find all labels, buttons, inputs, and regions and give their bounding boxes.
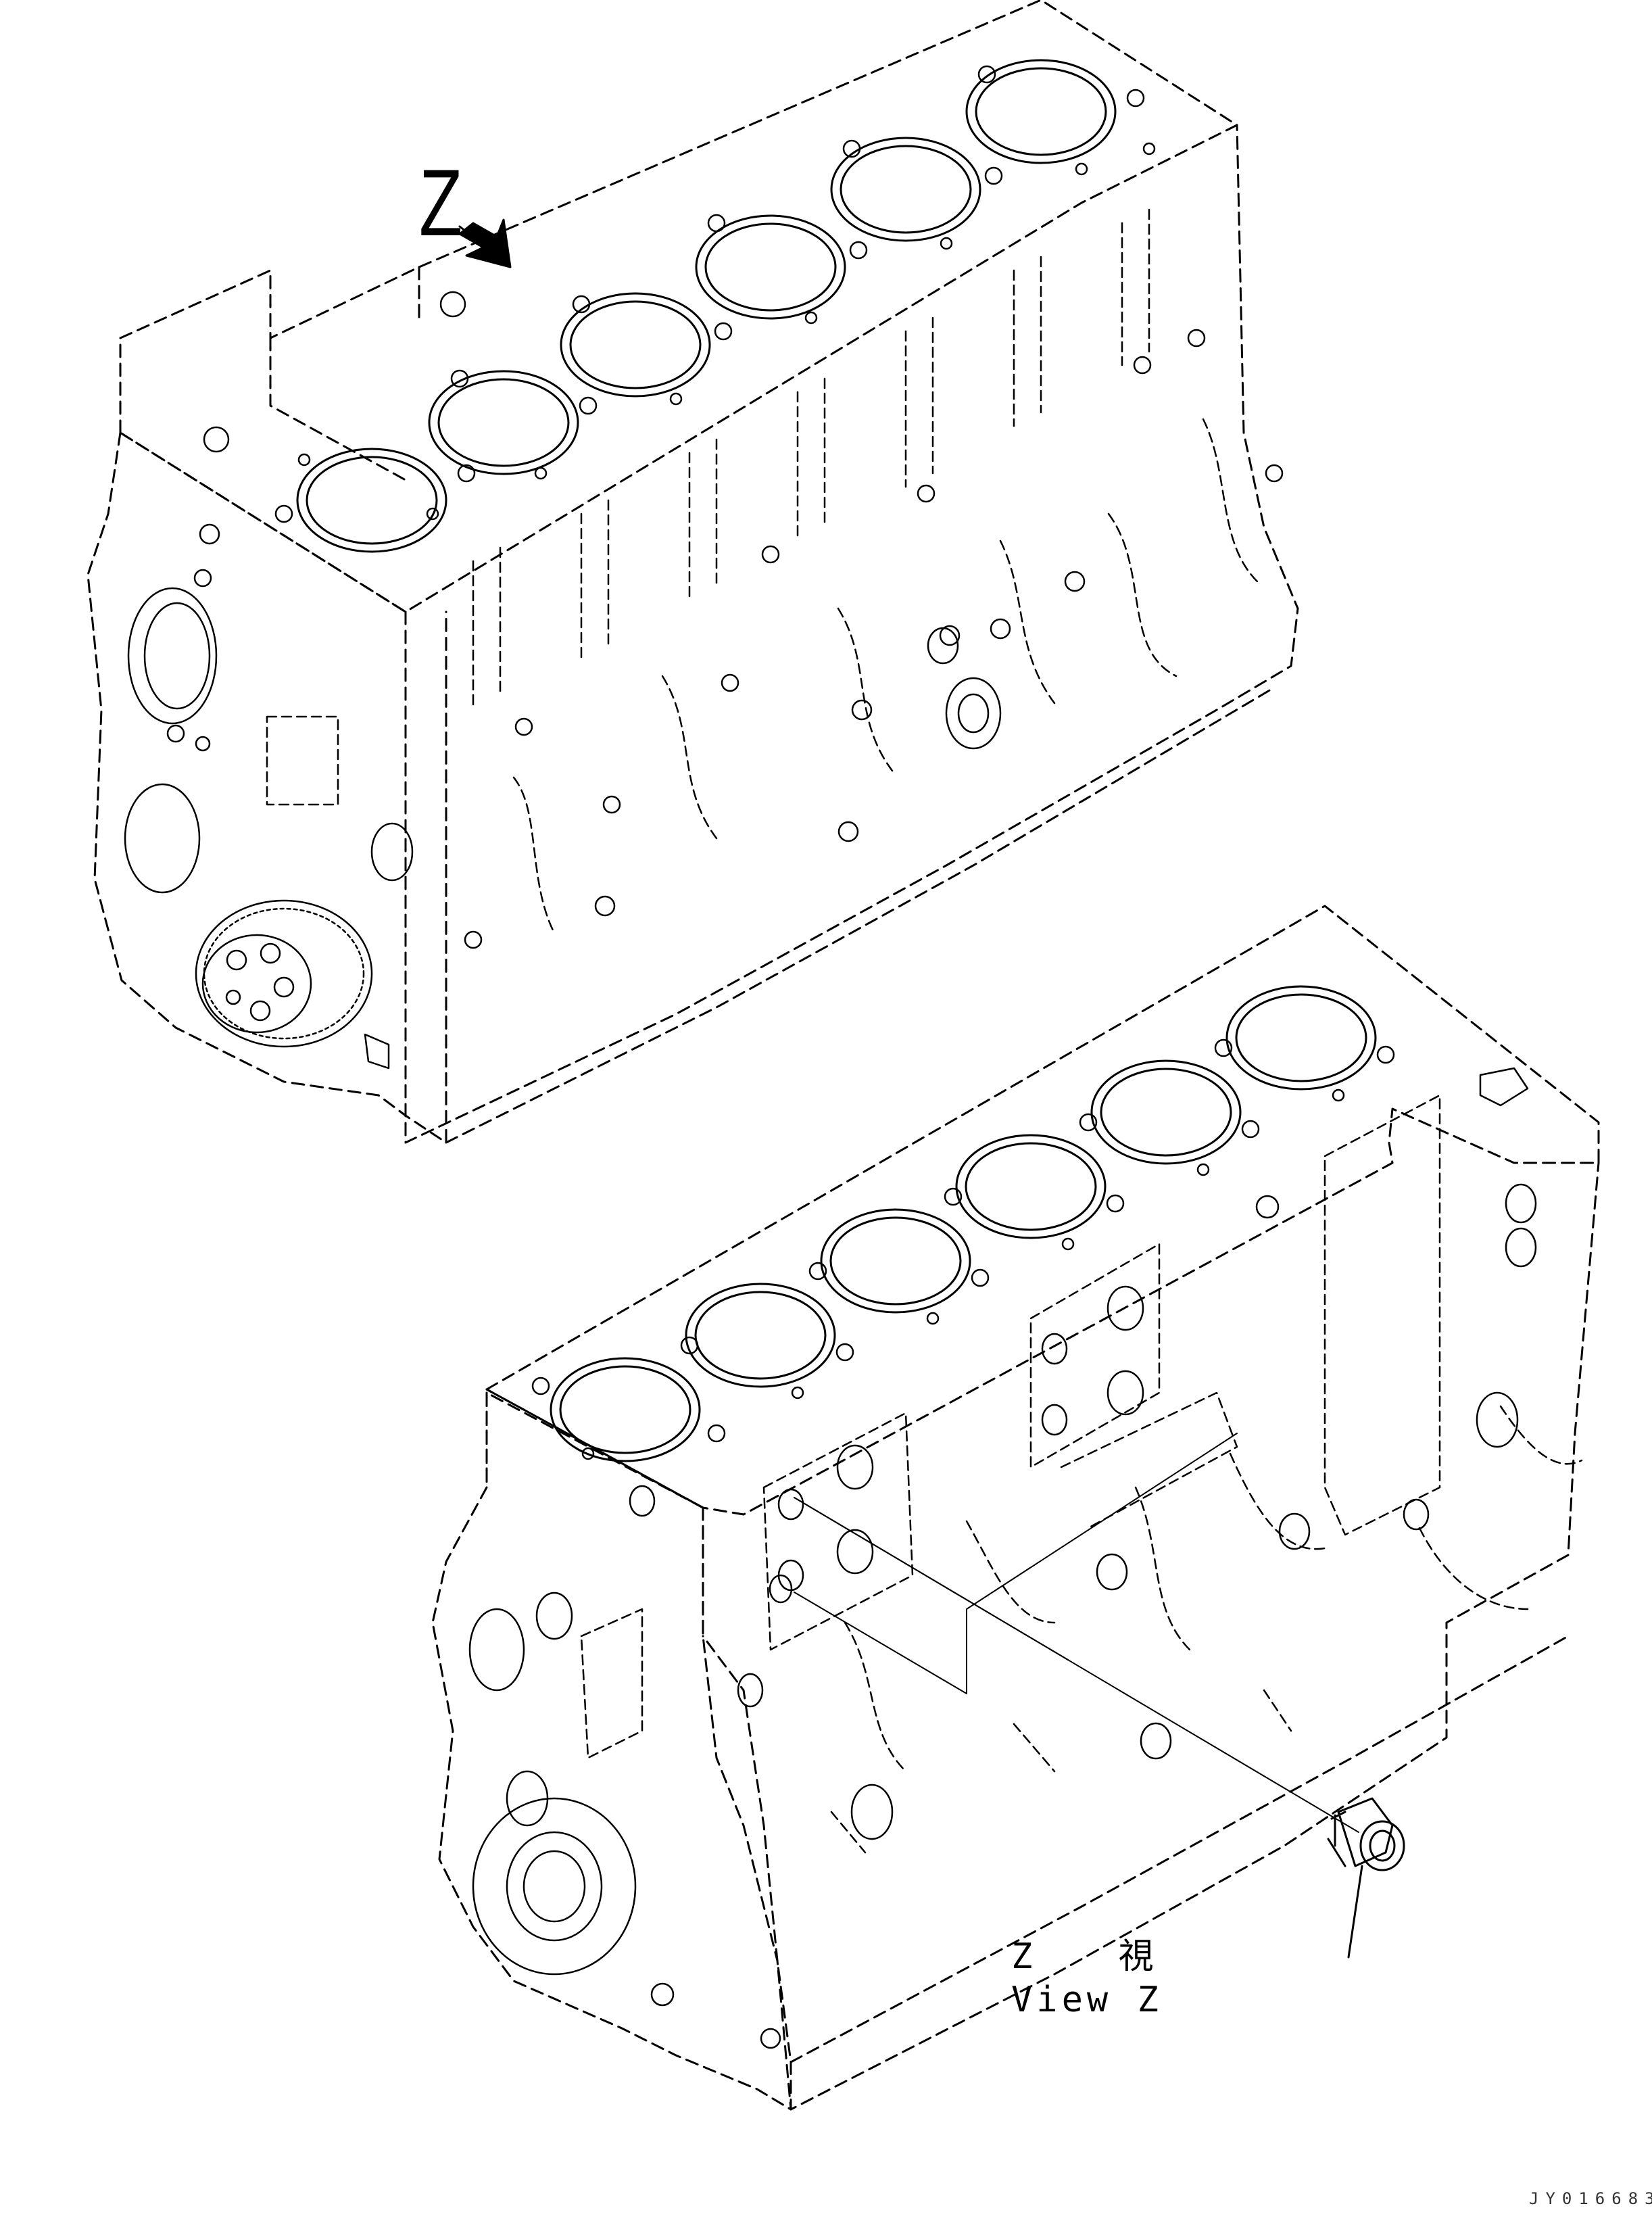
upper-side-face xyxy=(404,124,1299,1144)
view-letter-label: Z xyxy=(419,149,463,256)
engine-block-lower xyxy=(431,905,1600,2111)
upper-deck-outline xyxy=(119,0,1238,613)
upper-front-flange xyxy=(119,266,420,613)
lower-bottom-edge xyxy=(789,1635,1570,2063)
upper-crank-gear xyxy=(195,899,390,1070)
upper-side-bosses xyxy=(464,329,1284,949)
upper-cylinder-bores xyxy=(296,59,1117,553)
lower-side-face xyxy=(702,1162,1600,2111)
upper-front-features xyxy=(124,523,414,894)
engine-block-upper xyxy=(87,0,1299,1144)
view-caption-japanese: Z 視 xyxy=(1011,1936,1186,1977)
upper-deck-holes xyxy=(203,65,1156,523)
view-caption-english: View Z xyxy=(1011,1980,1163,2020)
view-z-arrow xyxy=(458,218,512,268)
lower-front-features xyxy=(468,1485,781,2049)
lower-deck-edge xyxy=(485,1388,704,1638)
lower-deck-holes xyxy=(531,1038,1529,1460)
drawing-id: JY016683 xyxy=(1529,2189,1652,2208)
lower-side-bosses xyxy=(737,1183,1537,1840)
plug xyxy=(1327,1797,1405,1959)
upper-side-ribs xyxy=(472,208,1259,934)
lower-cylinder-bores xyxy=(550,985,1377,1462)
lower-deck-outline xyxy=(485,905,1600,1516)
lower-side-pads xyxy=(762,1094,1583,1854)
plug-callout xyxy=(794,1433,1359,1833)
upper-front-face xyxy=(87,431,447,1144)
lower-front-face xyxy=(431,1391,792,2111)
upper-bottom-edge xyxy=(445,688,1272,1144)
